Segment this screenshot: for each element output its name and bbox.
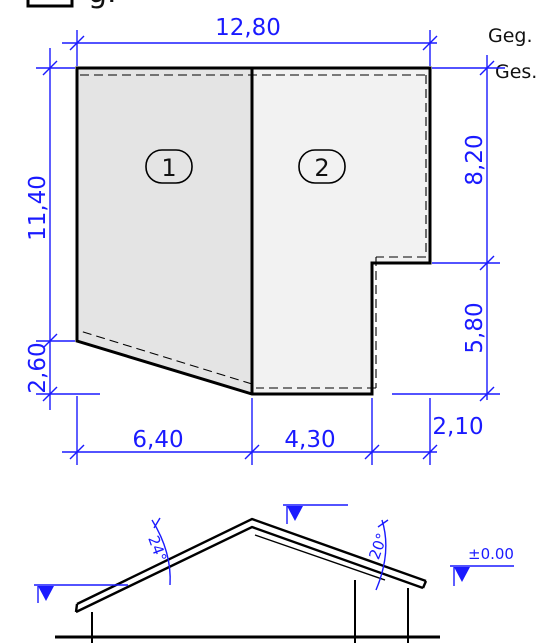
sought-label: Ges.	[495, 61, 537, 83]
level-marker-zero: ±0.00	[450, 545, 514, 586]
area-1-label: 1	[161, 154, 176, 182]
roof-section	[74, 517, 428, 614]
dimension-bottom-left-label: 6,40	[132, 427, 183, 453]
area-1-badge: 1	[145, 149, 193, 184]
given-label: Geg.	[488, 25, 533, 47]
plan-outline	[75, 66, 432, 396]
roof-area-1	[77, 68, 252, 394]
level-marker-left	[34, 584, 128, 603]
dimension-bottom: 6,40 4,30 2,10	[62, 396, 484, 465]
dimension-total-width: 12,80	[62, 15, 438, 66]
dimension-left-height-label: 11,40	[25, 175, 51, 241]
right-pitch-angle: 20°	[365, 519, 391, 591]
left-pitch-angle: 24°	[144, 517, 171, 586]
dimension-total-width-label: 12,80	[215, 15, 281, 41]
dimension-right-lower-label: 5,80	[462, 302, 488, 353]
dimension-right: 8,20 5,80	[392, 55, 505, 402]
roof-area-2	[252, 68, 430, 394]
exercise-title-fragment: g.	[88, 0, 117, 10]
dimension-bottom-mid-label: 4,30	[284, 427, 335, 453]
level-marker-ridge	[283, 504, 348, 524]
dimension-right-upper-label: 8,20	[462, 134, 488, 185]
area-2-badge: 2	[298, 149, 346, 184]
dimension-left: 11,40 2,60	[25, 48, 100, 410]
exercise-number-box	[26, 0, 74, 8]
dimension-left-drop-label: 2,60	[25, 342, 51, 393]
level-zero-label: ±0.00	[468, 545, 514, 563]
area-2-label: 2	[314, 154, 329, 182]
dimension-bottom-right-label: 2,10	[432, 414, 483, 440]
right-pitch-label: 20°	[365, 531, 391, 562]
